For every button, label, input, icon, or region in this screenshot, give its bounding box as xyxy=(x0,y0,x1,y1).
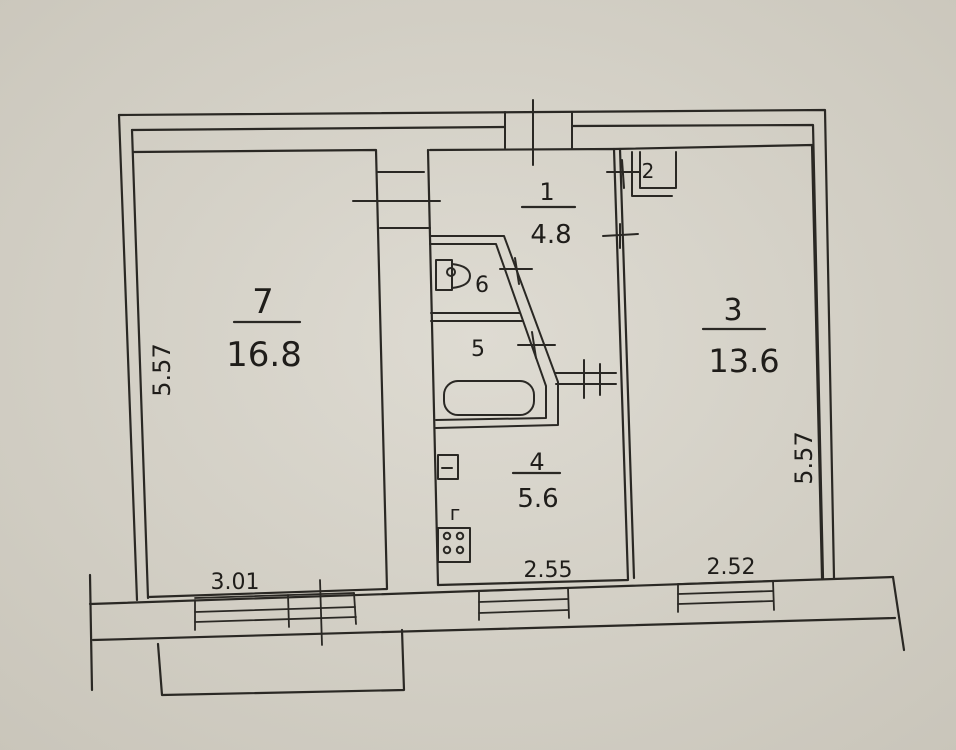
central-block-outline xyxy=(426,143,824,587)
room-7-outline xyxy=(131,148,389,599)
room-6-number: 6 xyxy=(475,273,489,298)
outer-walls xyxy=(117,108,836,602)
room-3-number: 3 xyxy=(723,293,742,328)
room-5-number: 5 xyxy=(471,337,485,362)
dimension-left-height: 5.57 xyxy=(148,343,176,396)
balcony xyxy=(156,628,406,697)
door-ticks xyxy=(499,223,639,399)
room-7-area: 16.8 xyxy=(226,335,302,375)
dimension-right-height: 5.57 xyxy=(790,431,818,484)
room-1-number: 1 xyxy=(539,178,554,206)
room-2-number: 2 xyxy=(642,159,655,183)
bathroom-enclosure xyxy=(429,235,559,429)
room-2-closet xyxy=(606,151,677,197)
fraction-bars xyxy=(232,205,767,475)
stove-icon xyxy=(437,527,471,563)
window-room-4 xyxy=(478,587,570,621)
dimension-width-room-4: 2.55 xyxy=(524,558,573,583)
bathtub-icon xyxy=(443,380,535,416)
stove-label: г xyxy=(450,501,461,525)
sink-icon xyxy=(437,454,459,480)
room-7-number: 7 xyxy=(252,282,274,322)
window-room-7 xyxy=(194,579,357,646)
doorway-7 xyxy=(352,171,441,229)
dimension-width-room-7: 3.01 xyxy=(211,570,260,595)
entrance-door xyxy=(504,99,573,166)
room-3-area: 13.6 xyxy=(708,342,779,380)
toilet-icon xyxy=(435,259,471,291)
room-4-number: 4 xyxy=(529,448,544,476)
room-4-area: 5.6 xyxy=(517,484,558,514)
dimension-width-room-3: 2.52 xyxy=(707,555,756,580)
room-1-area: 4.8 xyxy=(530,220,571,250)
window-room-3 xyxy=(677,580,775,613)
